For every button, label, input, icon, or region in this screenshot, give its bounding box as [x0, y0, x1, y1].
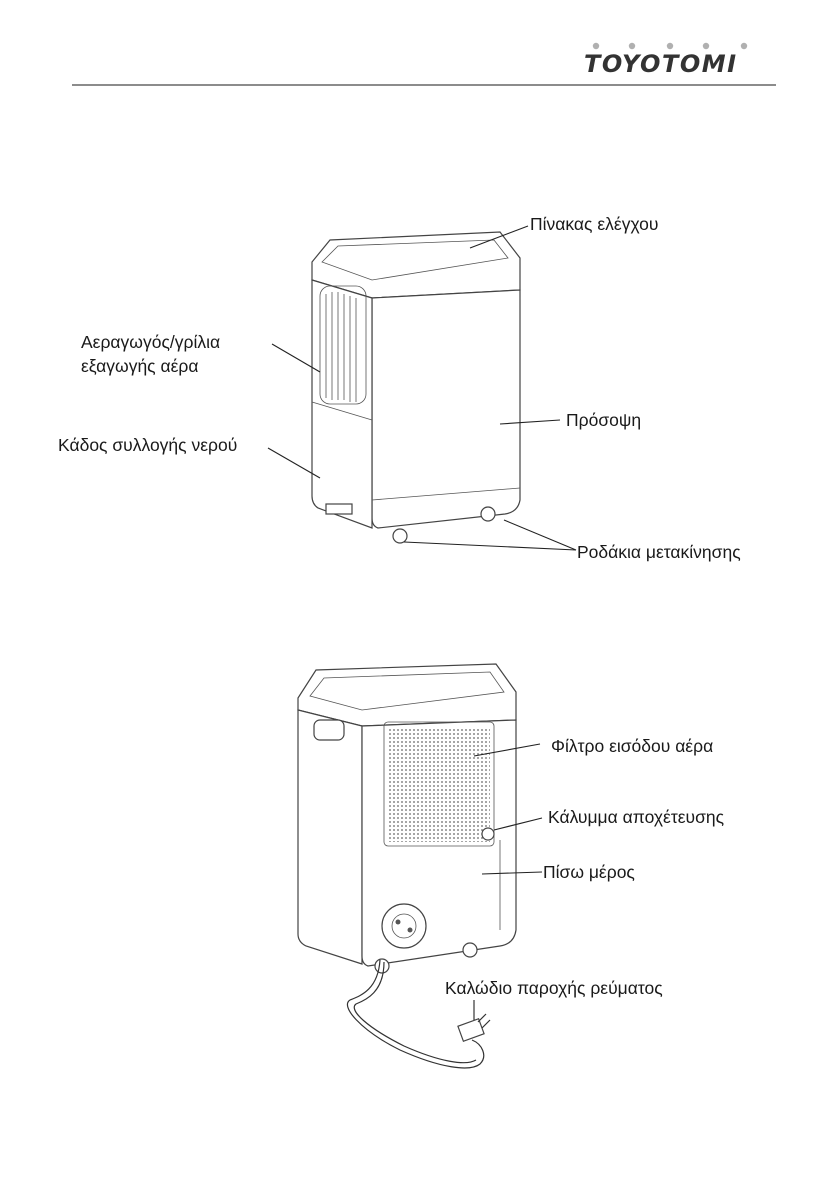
brand-logo: TOYOTOMI: [584, 50, 738, 78]
label-wheels: Ροδάκια μετακίνησης: [577, 541, 741, 564]
front-view-illustration: [0, 220, 822, 560]
label-air-inlet-filter: Φίλτρο εισόδου αέρα: [551, 735, 713, 758]
header-divider: [72, 84, 776, 86]
label-air-outlet-line1: Αεραγωγός/γρίλια: [81, 331, 220, 354]
label-drain-cover: Κάλυμμα αποχέτευσης: [548, 806, 724, 829]
label-air-outlet-line2: εξαγωγής αέρα: [81, 355, 198, 378]
label-control-panel: Πίνακας ελέγχου: [530, 213, 658, 236]
label-back: Πίσω μέρος: [543, 861, 635, 884]
label-power-cord: Καλώδιο παροχής ρεύματος: [445, 977, 663, 1000]
back-view-illustration: [0, 660, 822, 1080]
label-front: Πρόσοψη: [566, 409, 641, 432]
label-water-tank: Κάδος συλλογής νερού: [58, 434, 237, 457]
